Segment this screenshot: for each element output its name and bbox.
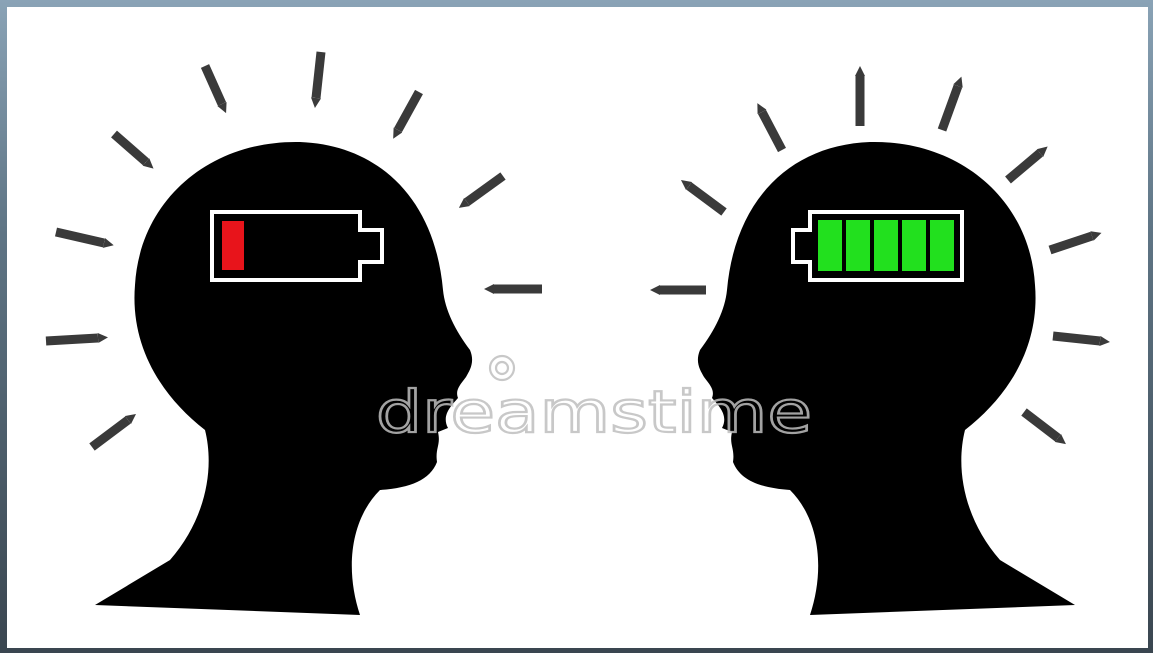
battery-cell-1 — [818, 220, 842, 271]
illustration-svg: dreamstime — [7, 7, 1148, 648]
outward-arrow-icon — [1050, 236, 1092, 250]
battery-full-icon — [793, 212, 962, 280]
watermark-text: dreamstime — [376, 378, 812, 446]
battery-cell-4 — [902, 220, 926, 271]
inward-arrow-icon — [316, 52, 321, 98]
inward-arrow-icon — [92, 420, 128, 447]
outward-arrow-icon — [762, 112, 782, 150]
outward-arrow-icon — [942, 86, 958, 130]
inward-arrow-icon — [46, 338, 98, 341]
battery-low-level — [222, 221, 244, 270]
inward-arrow-icon — [56, 232, 104, 243]
inward-arrow-icon — [398, 92, 419, 130]
illustration-canvas: dreamstime — [7, 7, 1148, 648]
inward-arrow-icon — [114, 134, 146, 162]
outward-arrow-icon — [1053, 336, 1100, 341]
outward-arrow-icon — [1024, 412, 1058, 438]
dreamstime-logo-icon — [490, 356, 514, 380]
outward-arrow-icon — [689, 186, 724, 212]
battery-cell-2 — [846, 220, 870, 271]
battery-cell-3 — [874, 220, 898, 271]
inward-arrow-icon — [467, 176, 503, 202]
battery-cell-5 — [930, 220, 954, 271]
inward-arrow-icon — [205, 66, 222, 104]
outward-arrow-icon — [1008, 153, 1040, 180]
